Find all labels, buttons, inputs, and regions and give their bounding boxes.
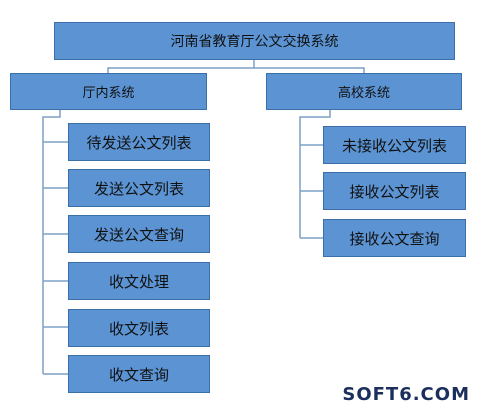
connector-right-trunk (299, 110, 331, 238)
leaf-node-received-list: 接收公文列表 (323, 172, 466, 210)
leaf-node-incoming-list: 收文列表 (68, 309, 210, 347)
connector-left-trunk (42, 110, 61, 374)
leaf-node-unreceived-list: 未接收公文列表 (323, 126, 466, 164)
leaf-node-incoming-query: 收文查询 (68, 355, 210, 393)
leaf-node-sent-query: 发送公文查询 (68, 215, 210, 253)
root-node: 河南省教育厅公文交换系统 (54, 22, 455, 60)
connector-root-right (254, 67, 365, 73)
leaf-node-incoming-processing: 收文处理 (68, 262, 210, 300)
watermark-logo: SOFT6.COM (342, 384, 470, 405)
connector-root-left (107, 60, 255, 73)
leaf-node-received-query: 接收公文查询 (323, 219, 466, 257)
branch-node-universities: 高校系统 (266, 73, 462, 110)
branch-node-internal: 厅内系统 (10, 73, 207, 110)
leaf-node-sent-list: 发送公文列表 (68, 169, 210, 207)
leaf-node-pending-send-list: 待发送公文列表 (68, 123, 210, 161)
